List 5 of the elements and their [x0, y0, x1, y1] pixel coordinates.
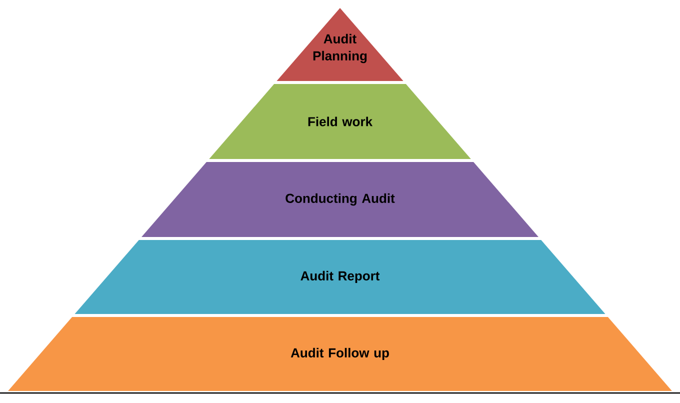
pyramid-layer: Audit Planning	[276, 8, 404, 81]
pyramid-layer: Audit Follow up	[8, 317, 672, 391]
pyramid-layer: Conducting Audit	[142, 162, 538, 237]
pyramid-layer: Field work	[209, 84, 471, 159]
pyramid-layer: Audit Report	[74, 240, 606, 314]
